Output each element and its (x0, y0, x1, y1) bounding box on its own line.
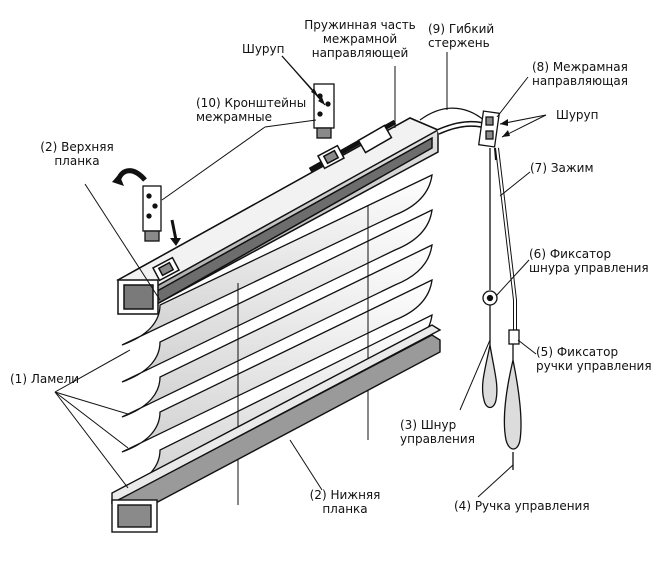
ladder-strings (237, 205, 369, 505)
cord-tassel (481, 344, 498, 409)
label-control-handle: (4) Ручка управления (454, 499, 590, 513)
label-spring-part-line3: направляющей (311, 46, 409, 60)
slat (121, 278, 433, 453)
control-cords (489, 147, 517, 345)
label-interframe-brackets-line1: (10) Кронштейны (196, 96, 307, 110)
label-flexible-rod-line2: стержень (428, 36, 490, 50)
label-bottom-bar: (2) Нижняя планка (300, 488, 390, 516)
label-flexible-rod-line1: (9) Гибкий (428, 22, 495, 36)
label-screw-top: Шуруп (242, 42, 285, 56)
label-lamels: (1) Ламели (10, 372, 80, 386)
rotate-arrow-icon (112, 168, 147, 186)
label-spring-part-line2: межрамной (322, 32, 398, 46)
control-wand (503, 344, 522, 470)
label-handle-fixer: (5) Фиксатор ручки управления (536, 345, 652, 373)
slat (121, 243, 433, 418)
label-flexible-rod: (9) Гибкий стержень (428, 22, 494, 50)
label-interframe-guide-line1: (8) Межрамная (532, 60, 628, 74)
label-cord-fixer: (6) Фиксатор шнура управления (529, 247, 649, 275)
label-bottom-bar-line1: (2) Нижняя (309, 488, 381, 502)
label-interframe-brackets: (10) Кронштейны межрамные (196, 96, 306, 124)
label-interframe-brackets-line2: межрамные (196, 110, 272, 124)
label-handle-fixer-line1: (5) Фиксатор (536, 345, 619, 359)
label-interframe-guide: (8) Межрамная направляющая (532, 60, 628, 88)
loose-bracket-left (142, 185, 162, 242)
label-clamp: (7) Зажим (530, 161, 594, 175)
label-cord-fixer-line2: шнура управления (529, 261, 649, 275)
label-top-bar-line1: (2) Верхняя (40, 140, 114, 154)
interframe-guide-bracket (477, 110, 501, 161)
bottom-rail (111, 324, 442, 533)
label-cord-fixer-line1: (6) Фиксатор (529, 247, 612, 261)
leader-arrowheads (311, 88, 510, 137)
down-arrow-icon (170, 219, 181, 246)
label-top-bar: (2) Верхняя планка (32, 140, 122, 168)
label-interframe-guide-line2: направляющая (532, 74, 628, 88)
label-handle-fixer-line2: ручки управления (536, 359, 652, 373)
label-bottom-bar-line2: планка (322, 502, 368, 516)
slat (121, 173, 433, 346)
slat (121, 208, 433, 383)
label-spring-part: Пружинная часть межрамной направляющей (300, 18, 420, 60)
label-control-cord-line1: (3) Шнур (400, 418, 457, 432)
loose-bracket-top (313, 83, 335, 139)
label-control-cord-line2: управления (400, 432, 475, 446)
cord-fixer (482, 290, 498, 306)
label-control-cord: (3) Шнур управления (400, 418, 475, 446)
handle-fixer (508, 329, 520, 345)
label-spring-part-line1: Пружинная часть (304, 18, 416, 32)
label-top-bar-line2: планка (54, 154, 100, 168)
top-rail (116, 117, 440, 315)
label-screw-right: Шуруп (556, 108, 599, 122)
slats-group (121, 173, 433, 491)
